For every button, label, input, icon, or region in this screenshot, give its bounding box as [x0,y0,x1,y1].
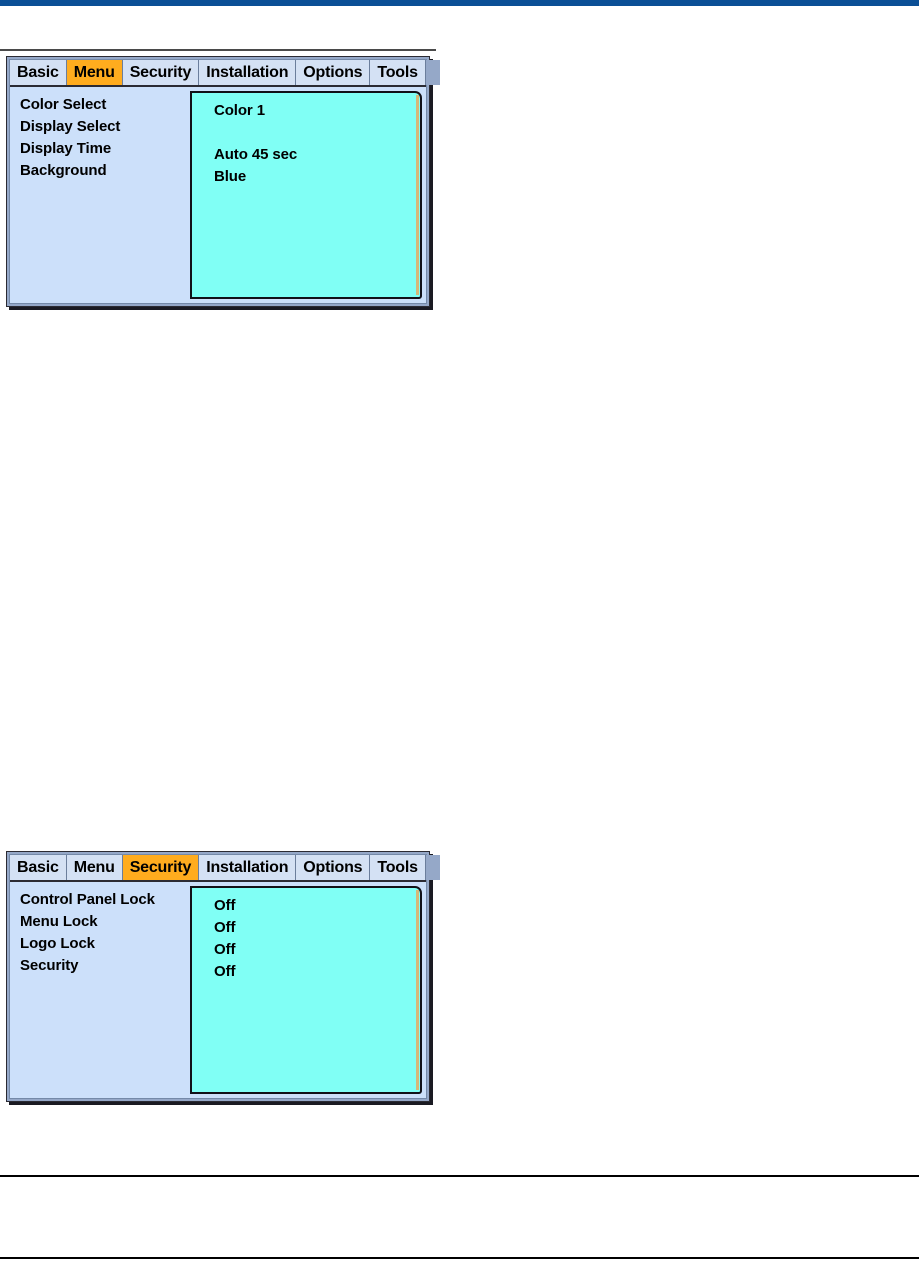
menu-item-value[interactable]: Off [214,963,236,980]
menu-item-value[interactable] [214,122,420,144]
tab-tools[interactable]: Tools [370,855,426,880]
menu-item-label[interactable]: Menu Lock [20,913,98,930]
menu-item-label[interactable]: Background [20,162,107,179]
tab-options[interactable]: Options [296,855,371,880]
tab-options[interactable]: Options [296,60,371,85]
page-top-accent-bar [0,0,919,6]
tab-bar-filler [425,855,440,880]
menu-item-label[interactable]: Security [20,957,79,974]
header-rule-short [0,49,436,51]
menu-item-label[interactable]: Control Panel Lock [20,891,155,908]
tab-basic[interactable]: Basic [10,855,67,880]
menu-item-label[interactable]: Display Time [20,140,112,157]
tab-tools[interactable]: Tools [370,60,426,85]
tab-menu[interactable]: Menu [66,855,123,880]
menu-item-label[interactable]: Logo Lock [20,935,95,952]
menu-item-value[interactable]: Color 1 [214,102,265,119]
tab-bar-filler [425,60,440,85]
menu-item-value[interactable]: Off [214,919,236,936]
menu-item-label[interactable]: Display Select [20,118,121,135]
menu-item-value[interactable]: Off [214,897,236,914]
menu-item-value[interactable]: Auto 45 sec [214,146,298,163]
footer-rule-lower [0,1257,919,1259]
tab-installation[interactable]: Installation [199,60,297,85]
tab-menu[interactable]: Menu [66,60,123,85]
tab-security[interactable]: Security [122,855,200,880]
tab-installation[interactable]: Installation [199,855,297,880]
tab-basic[interactable]: Basic [10,60,67,85]
menu-item-value[interactable]: Off [214,941,236,958]
footer-rule-upper [0,1175,919,1177]
menu-item-value[interactable]: Blue [214,168,247,185]
menu-item-label[interactable]: Color Select [20,96,107,113]
tab-security[interactable]: Security [122,60,200,85]
